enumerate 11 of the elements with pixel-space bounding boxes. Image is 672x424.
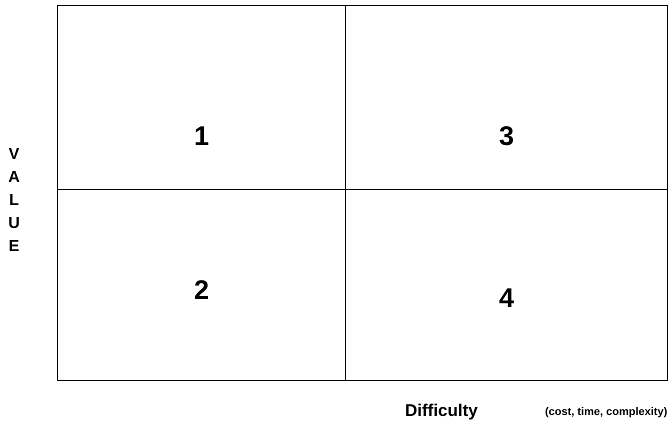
quadrant-cell: [345, 189, 668, 381]
quadrant-number: 3: [498, 121, 516, 151]
quadrant-number: 2: [192, 275, 210, 305]
quadrant-cell: [345, 5, 668, 190]
quadrant-cell: [57, 189, 346, 381]
axis-note: (cost, time, complexity): [545, 405, 668, 419]
axis-label: Difficulty: [405, 400, 478, 422]
quadrant-number: 4: [498, 283, 516, 313]
axis-label: VALUE: [7, 145, 21, 257]
quadrant-number: 1: [192, 121, 210, 151]
quadrant-cell: [57, 5, 346, 190]
